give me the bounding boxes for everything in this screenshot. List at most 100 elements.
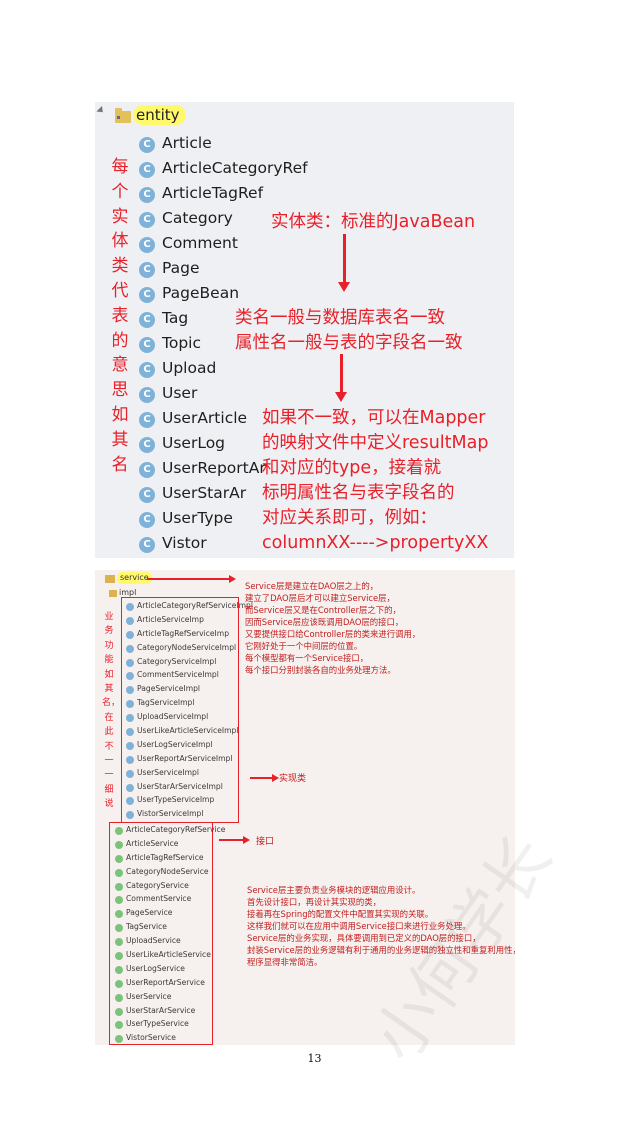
class-icon: C bbox=[139, 362, 155, 378]
note-mapper-line: 对应关系即可，例如： bbox=[262, 508, 437, 528]
interface-icon bbox=[115, 827, 123, 835]
tree-item-label: UserReportArServiceImpl bbox=[137, 753, 233, 763]
note-naming-line-2: 属性名一般与表的字段名一致 bbox=[235, 333, 463, 353]
tree-item-label: UserReportArService bbox=[126, 977, 205, 987]
tree-item-label: Page bbox=[162, 259, 200, 277]
right-arrow-icon bbox=[250, 774, 279, 781]
interface-icon bbox=[115, 1021, 123, 1030]
tree-item-label: Vistor bbox=[162, 534, 207, 552]
tree-item-label: Upload bbox=[162, 359, 217, 377]
interface-icon bbox=[115, 1007, 123, 1016]
tree-item[interactable]: C Category bbox=[139, 207, 379, 232]
interface-icon bbox=[115, 979, 123, 988]
note-line: 程序显得非常简洁。 bbox=[247, 957, 323, 967]
note-line: Service层是建立在DAO层之上的， bbox=[245, 581, 379, 591]
note-line: Service层主要负责业务模块的逻辑应用设计。 bbox=[247, 885, 421, 895]
class-icon bbox=[126, 686, 134, 695]
note-mapper-line: columnXX---->propertyXX bbox=[262, 533, 489, 553]
tree-item[interactable]: C UserArticle bbox=[139, 407, 379, 432]
note-line: 建立了DAO层后才可以建立Service层， bbox=[245, 593, 395, 603]
tree-item[interactable]: C UserType bbox=[139, 507, 379, 532]
class-icon bbox=[126, 797, 134, 806]
tree-item-label: ArticleTagRefServiceImp bbox=[137, 628, 230, 638]
tree-item-label: CommentServiceImpl bbox=[137, 670, 219, 680]
class-icon: C bbox=[139, 262, 155, 278]
tree-item-label: VistorServiceImpl bbox=[137, 809, 204, 819]
class-icon bbox=[126, 783, 134, 792]
class-icon bbox=[126, 714, 134, 723]
class-icon bbox=[126, 630, 134, 639]
note-mapper-line: 标明属性名与表字段名的 bbox=[262, 483, 455, 503]
down-arrow-icon bbox=[335, 354, 347, 402]
class-icon: C bbox=[139, 512, 155, 528]
service-vertical-note: 业务功能如其名，在此不一一细说 bbox=[102, 612, 121, 810]
tree-item-label: UserStarArService bbox=[126, 1005, 196, 1015]
class-icon: C bbox=[139, 212, 155, 228]
tree-item-label: CategoryServiceImpl bbox=[137, 656, 217, 666]
right-arrow-icon bbox=[147, 575, 236, 582]
class-icon: C bbox=[139, 412, 155, 428]
note-naming-line-1: 类名一般与数据库表名一致 bbox=[235, 308, 445, 328]
class-icon bbox=[126, 811, 134, 820]
tree-item-label: CategoryNodeService bbox=[126, 866, 209, 876]
label-interface: 接口 bbox=[256, 837, 275, 847]
impl-folder-icon bbox=[109, 590, 117, 597]
label-impl: 实现类 bbox=[279, 774, 307, 784]
class-icon bbox=[126, 769, 134, 778]
note-line: 而Service层又是在Controller层之下的， bbox=[245, 605, 401, 615]
class-icon: C bbox=[139, 487, 155, 503]
tree-collapse-caret-icon[interactable] bbox=[96, 105, 106, 116]
tree-item-label: User bbox=[162, 384, 198, 402]
class-icon bbox=[126, 616, 134, 625]
note-line: 接着再在Spring的配置文件中配置其实现的关联。 bbox=[247, 909, 434, 919]
note-line: 首先设计接口，再设计其实现的类， bbox=[247, 897, 381, 907]
tree-item-label: UserTypeService bbox=[126, 1019, 189, 1029]
service-panel: service impl ArticleCategoryRefServiceIm… bbox=[95, 570, 515, 1045]
tree-item-label: Category bbox=[162, 209, 233, 227]
note-line: 这样我们就可以在应用中调用Service接口来进行业务处理。 bbox=[247, 921, 471, 931]
tree-item[interactable]: C UserStarAr bbox=[139, 482, 379, 507]
tree-item[interactable]: C Upload bbox=[139, 357, 379, 382]
class-icon: C bbox=[139, 387, 155, 403]
class-icon: C bbox=[139, 187, 155, 203]
tree-item-label: UserLogService bbox=[126, 963, 185, 973]
entity-package-label[interactable]: entity bbox=[133, 105, 186, 125]
tree-item-label: UserStarAr bbox=[162, 484, 247, 502]
class-icon bbox=[126, 741, 134, 750]
tree-item-label: UserLogServiceImpl bbox=[137, 739, 213, 749]
tree-item[interactable]: C Vistor bbox=[139, 532, 379, 557]
class-icon bbox=[126, 603, 134, 611]
note-line: 又要提供接口给Controller层的类来进行调用， bbox=[245, 629, 421, 639]
interface-icon bbox=[115, 882, 123, 891]
note-mapper: 如果不一致，可以在Mapper 的映射文件中定义resultMap 和对应的ty… bbox=[262, 406, 488, 556]
tree-item-label: ArticleTagRef bbox=[162, 184, 264, 202]
class-icon bbox=[126, 644, 134, 653]
service-package-label[interactable]: service bbox=[117, 572, 152, 584]
impl-package-label[interactable]: impl bbox=[119, 588, 137, 597]
class-icon: C bbox=[139, 437, 155, 453]
tree-item[interactable]: C User bbox=[139, 382, 379, 407]
tree-item-label: UploadService bbox=[126, 936, 181, 946]
note-line: Service层的业务实现，具体要调用到已定义的DAO层的接口， bbox=[247, 933, 481, 943]
class-icon: C bbox=[139, 537, 155, 553]
note-line: 它刚好处于一个中间层的位置。 bbox=[245, 641, 363, 651]
tree-item-label: UserType bbox=[162, 509, 233, 527]
interface-icon bbox=[115, 896, 123, 905]
class-icon bbox=[126, 728, 134, 737]
tree-item[interactable]: C Page bbox=[139, 257, 379, 282]
service-note-top: Service层是建立在DAO层之上的， 建立了DAO层后才可以建立Service… bbox=[245, 580, 420, 676]
tree-item[interactable]: C ArticleTagRef bbox=[139, 182, 379, 207]
tree-item-label: PageBean bbox=[162, 284, 240, 302]
service-note-bottom: Service层主要负责业务模块的逻辑应用设计。首先设计接口，再设计其实现的类，… bbox=[247, 884, 515, 968]
tree-item-label: UserArticle bbox=[162, 409, 248, 427]
tree-item-label: TagService bbox=[126, 922, 167, 932]
package-folder-icon bbox=[115, 108, 131, 123]
